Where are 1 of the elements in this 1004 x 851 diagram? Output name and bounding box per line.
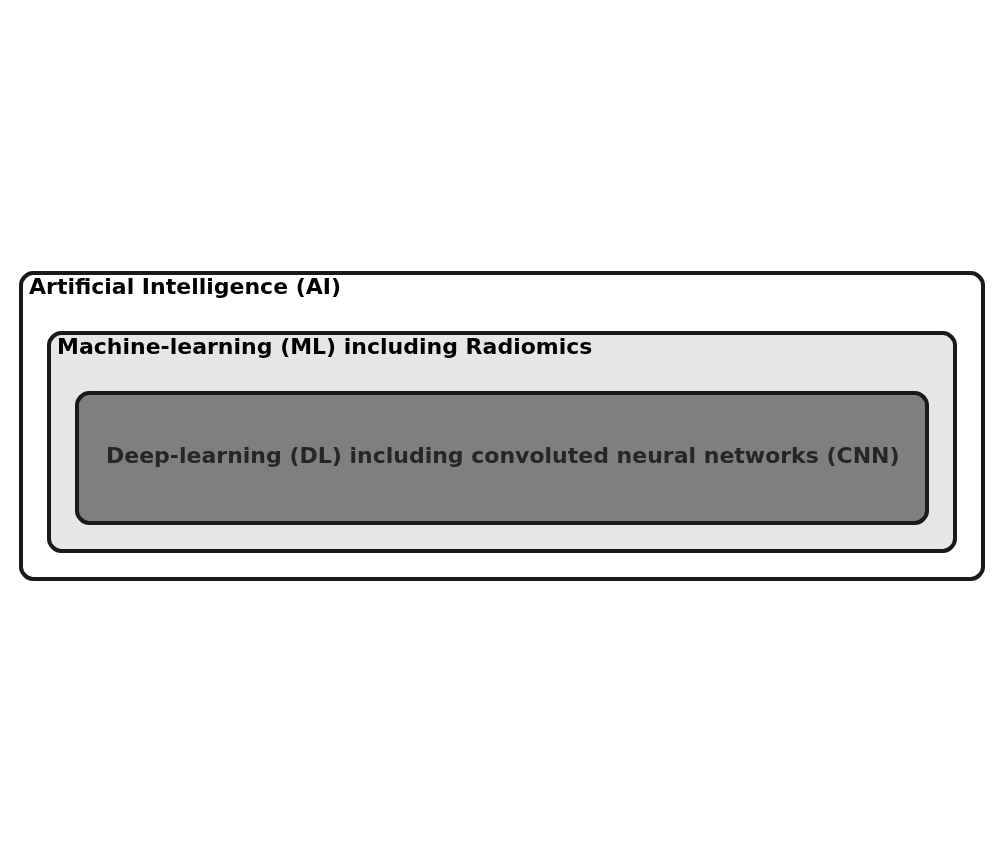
node-box: Deep-learning (DL) including convoluted neural networks (CNN): [75, 390, 929, 525]
